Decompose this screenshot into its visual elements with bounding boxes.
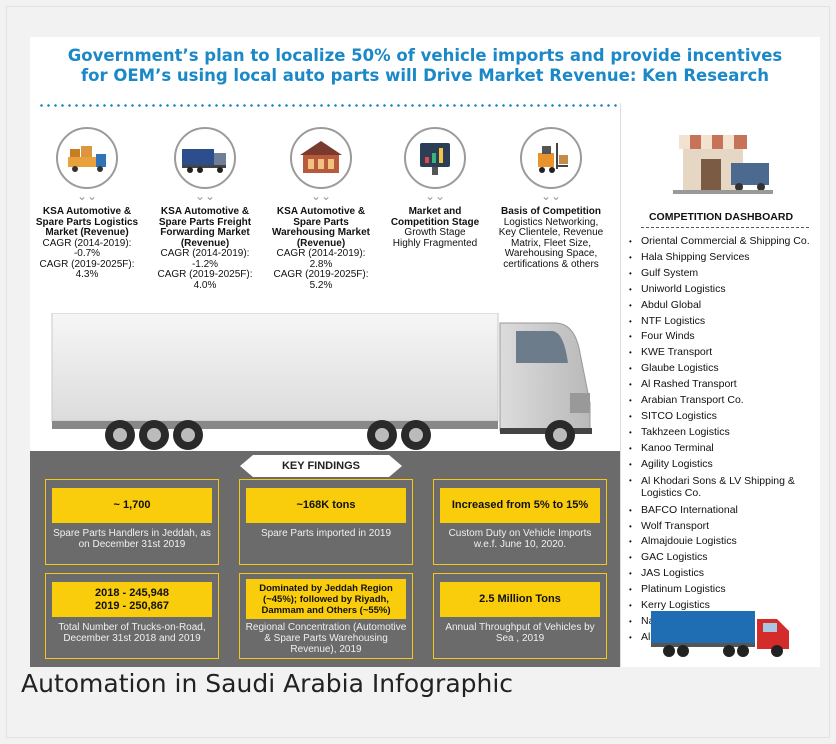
list-item: Platinum Logistics (629, 582, 819, 598)
segment-basis-of-competition: ⌄⌄ Basis of Competition Logistics Networ… (496, 127, 606, 270)
dashboard-divider (641, 227, 809, 228)
segment-heading: KSA Automotive & Spare Parts Logistics M… (35, 206, 139, 238)
list-item: SITCO Logistics (629, 409, 819, 425)
finding-value: ~168K tons (246, 488, 406, 523)
list-item: Kanoo Terminal (629, 441, 819, 457)
finding-card-6: 2.5 Million Tons Annual Throughput of Ve… (433, 573, 607, 659)
container-truck-icon (649, 605, 799, 667)
list-item: BAFCO International (629, 503, 819, 519)
infographic-title: Government’s plan to localize 50% of veh… (30, 46, 820, 86)
segment-heading: KSA Automotive & Spare Parts Warehousing… (272, 206, 370, 249)
list-item: Arabian Transport Co. (629, 393, 819, 409)
infographic: Government’s plan to localize 50% of veh… (30, 37, 820, 667)
chevron-down-icon: ⌄⌄ (194, 189, 216, 203)
segment-cagr-forecast: CAGR (2019-2025F): 5.2% (273, 269, 369, 291)
storefront-icon (673, 115, 773, 207)
title-line-1: Government’s plan to localize 50% of veh… (67, 46, 783, 65)
list-item: Oriental Commercial & Shipping Co. (629, 234, 819, 250)
list-item: JAS Logistics (629, 566, 819, 582)
logistics-truck-icon (56, 127, 118, 189)
finding-desc: Custom Duty on Vehicle Imports w.e.f. Ju… (448, 528, 592, 550)
truck-illustration (30, 312, 620, 451)
finding-value: 2018 - 245,948 2019 - 250,867 (52, 582, 212, 617)
list-item: Hala Shipping Services (629, 250, 819, 266)
chevron-down-icon: ⌄⌄ (540, 189, 562, 203)
page-frame: Government’s plan to localize 50% of veh… (6, 6, 830, 738)
finding-value: 2.5 Million Tons (440, 582, 600, 617)
list-item: Abdul Global (629, 298, 819, 314)
list-item: KWE Transport (629, 345, 819, 361)
title-line-2: for OEM’s using local auto parts will Dr… (80, 66, 770, 85)
finding-card-2: ~168K tons Spare Parts imported in 2019 (239, 479, 413, 565)
finding-value: ~ 1,700 (52, 488, 212, 523)
list-item: GAC Logistics (629, 550, 819, 566)
finding-card-3: Increased from 5% to 15% Custom Duty on … (433, 479, 607, 565)
segment-cagr-historic: CAGR (2014-2019): 2.8% (276, 248, 366, 270)
finding-value: Increased from 5% to 15% (440, 488, 600, 523)
finding-desc: Total Number of Trucks-on-Road, December… (58, 622, 206, 644)
segment-logistics-market: ⌄⌄ KSA Automotive & Spare Parts Logistic… (32, 127, 142, 281)
chevron-down-icon: ⌄⌄ (310, 189, 332, 203)
list-item: Gulf System (629, 266, 819, 282)
chevron-down-icon: ⌄⌄ (76, 189, 98, 203)
company-list: Oriental Commercial & Shipping Co. Hala … (629, 234, 819, 646)
segment-freight-forwarding: ⌄⌄ KSA Automotive & Spare Parts Freight … (150, 127, 260, 291)
warehouse-icon (290, 127, 352, 189)
finding-card-1: ~ 1,700 Spare Parts Handlers in Jeddah, … (45, 479, 219, 565)
segment-cagr-historic: CAGR (2014-2019): -1.2% (160, 248, 250, 270)
freight-truck-icon (174, 127, 236, 189)
segment-stage: Growth Stage (404, 227, 466, 238)
finding-card-5: Dominated by Jeddah Region (~45%); follo… (239, 573, 413, 659)
list-item: NTF Logistics (629, 314, 819, 330)
list-item: Al Rashed Transport (629, 377, 819, 393)
segment-basis-list: Logistics Networking, Key Clientele, Rev… (498, 216, 604, 270)
finding-desc: Spare Parts imported in 2019 (260, 528, 392, 539)
forklift-icon (520, 127, 582, 189)
finding-value: Dominated by Jeddah Region (~45%); follo… (246, 579, 406, 619)
key-findings-panel: KEY FINDINGS ~ 1,700 Spare Parts Handler… (30, 451, 620, 667)
title-dotted-divider (38, 104, 820, 107)
list-item: Kerry Logistics (629, 598, 819, 614)
list-item: Four Winds (629, 329, 819, 345)
segment-warehousing: ⌄⌄ KSA Automotive & Spare Parts Warehous… (266, 127, 376, 291)
growth-chart-icon (404, 127, 466, 189)
segment-cagr-historic: CAGR (2014-2019): -0.7% (42, 237, 132, 259)
list-item: Takhzeen Logistics (629, 425, 819, 441)
segment-heading: Basis of Competition (500, 206, 601, 217)
list-item: Agility Logistics (629, 457, 819, 473)
list-item: Almajdouie Logistics (629, 534, 819, 550)
segment-heading: Market and Competition Stage (390, 206, 480, 228)
segment-market-stage: ⌄⌄ Market and Competition Stage Growth S… (380, 127, 490, 249)
dashboard-title: COMPETITION DASHBOARD (648, 211, 794, 223)
finding-card-4: 2018 - 245,948 2019 - 250,867 Total Numb… (45, 573, 219, 659)
competition-dashboard: COMPETITION DASHBOARD Oriental Commercia… (620, 103, 820, 667)
finding-desc: Annual Throughput of Vehicles by Sea , 2… (445, 622, 595, 644)
chevron-down-icon: ⌄⌄ (424, 189, 446, 203)
finding-desc: Regional Concentration (Automotive & Spa… (245, 622, 407, 655)
finding-desc: Spare Parts Handlers in Jeddah, as on De… (53, 528, 211, 550)
segment-competition: Highly Fragmented (392, 237, 478, 249)
image-caption: Automation in Saudi Arabia Infographic (21, 669, 514, 698)
segment-cagr-forecast: CAGR (2019-2025F): 4.0% (157, 269, 253, 291)
segment-heading: KSA Automotive & Spare Parts Freight For… (158, 206, 252, 249)
list-item: Wolf Transport (629, 519, 819, 535)
segment-cagr-forecast: CAGR (2019-2025F): 4.3% (39, 258, 135, 280)
list-item: Uniworld Logistics (629, 282, 819, 298)
key-findings-title: KEY FINDINGS (240, 455, 402, 477)
list-item: Glaube Logistics (629, 361, 819, 377)
list-item: Al Khodari Sons & LV Shipping & Logistic… (629, 475, 819, 500)
